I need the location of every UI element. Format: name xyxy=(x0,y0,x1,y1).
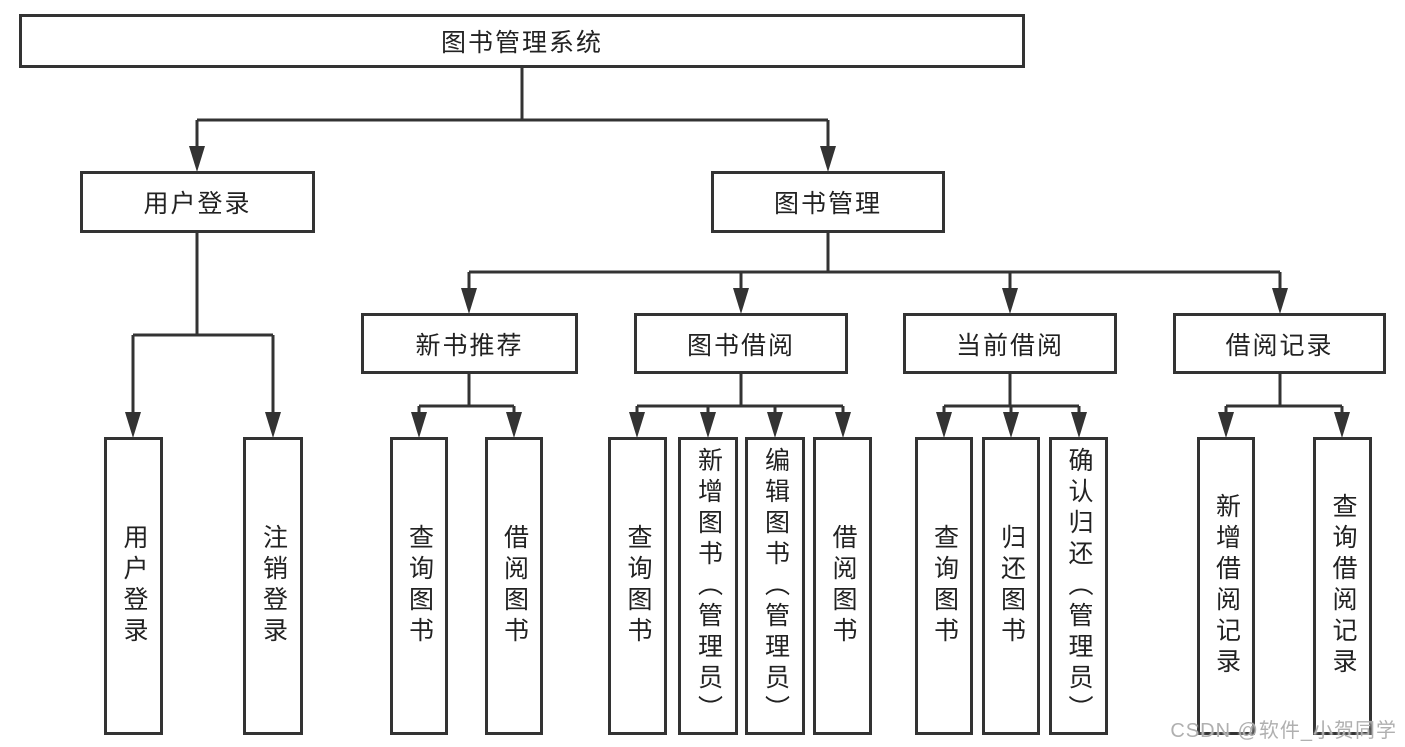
arrow-down-icon xyxy=(835,412,851,438)
leaf-borrow-books-borrowing: 借阅图书 xyxy=(813,437,872,735)
arrow-down-icon xyxy=(506,412,522,438)
node-label: 借阅图书 xyxy=(829,524,857,648)
connector-book-management-children xyxy=(461,233,1288,314)
node-label: 用户登录 xyxy=(143,190,252,218)
leaf-logout: 注销登录 xyxy=(243,437,303,735)
connector-user-login-children xyxy=(125,233,281,438)
node-borrowing-records: 借阅记录 xyxy=(1173,313,1386,374)
node-label: 确认归还（管理员） xyxy=(1065,446,1093,726)
node-label: 查询图书 xyxy=(405,524,434,648)
arrow-down-icon xyxy=(733,288,749,314)
arrow-down-icon xyxy=(189,146,205,172)
csdn-watermark: CSDN @软件_小贺同学 xyxy=(1170,720,1397,742)
leaf-query-books-recommend: 查询图书 xyxy=(390,437,448,735)
node-label: 用户登录 xyxy=(120,524,148,648)
node-book-borrowing: 图书借阅 xyxy=(634,313,848,374)
node-current-borrowing: 当前借阅 xyxy=(903,313,1117,374)
node-label: 注销登录 xyxy=(259,524,288,648)
node-root: 图书管理系统 xyxy=(19,14,1025,68)
node-new-book-recommendation: 新书推荐 xyxy=(361,313,578,374)
leaf-confirm-return-admin: 确认归还（管理员） xyxy=(1049,437,1108,735)
node-label: 编辑图书（管理员） xyxy=(761,446,790,726)
node-label: 借阅记录 xyxy=(1225,331,1334,360)
node-label: 当前借阅 xyxy=(955,331,1064,360)
arrow-down-icon xyxy=(265,412,281,438)
arrow-down-icon xyxy=(1003,412,1019,438)
node-label: 查询图书 xyxy=(624,524,652,648)
connector-root-to-level2 xyxy=(189,68,836,172)
arrow-down-icon xyxy=(820,146,836,172)
leaf-query-books-borrowing: 查询图书 xyxy=(608,437,667,735)
leaf-query-borrow-record: 查询借阅记录 xyxy=(1313,437,1372,735)
node-label: 借阅图书 xyxy=(500,524,529,648)
arrow-down-icon xyxy=(1002,288,1018,314)
connector-current-borrow-children xyxy=(936,374,1087,438)
arrow-down-icon xyxy=(1071,412,1087,438)
node-label: 新增图书（管理员） xyxy=(694,446,723,726)
arrow-down-icon xyxy=(936,412,952,438)
arrow-down-icon xyxy=(767,412,783,438)
leaf-add-book-admin: 新增图书（管理员） xyxy=(678,437,738,735)
connector-new-book-children xyxy=(411,374,522,438)
node-label: 图书管理系统 xyxy=(440,29,603,57)
node-label: 图书管理 xyxy=(773,190,882,218)
leaf-query-books-current: 查询图书 xyxy=(915,437,973,735)
arrow-down-icon xyxy=(1218,412,1234,438)
arrow-down-icon xyxy=(1334,412,1350,438)
arrow-down-icon xyxy=(700,412,716,438)
node-label: 归还图书 xyxy=(997,524,1026,648)
node-label: 查询借阅记录 xyxy=(1329,493,1357,679)
leaf-edit-book-admin: 编辑图书（管理员） xyxy=(745,437,805,735)
arrow-down-icon xyxy=(461,288,477,314)
arrow-down-icon xyxy=(629,412,645,438)
node-label: 图书借阅 xyxy=(686,331,795,360)
leaf-add-borrow-record: 新增借阅记录 xyxy=(1197,437,1255,735)
arrow-down-icon xyxy=(125,412,141,438)
connector-book-borrow-children xyxy=(629,374,851,438)
leaf-borrow-books-recommend: 借阅图书 xyxy=(485,437,543,735)
arrow-down-icon xyxy=(1272,288,1288,314)
connector-borrow-record-children xyxy=(1218,374,1350,438)
arrow-down-icon xyxy=(411,412,427,438)
node-label: 查询图书 xyxy=(930,524,959,648)
node-label: 新书推荐 xyxy=(415,331,524,360)
leaf-user-login: 用户登录 xyxy=(104,437,163,735)
leaf-return-books: 归还图书 xyxy=(982,437,1040,735)
node-user-login: 用户登录 xyxy=(80,171,315,233)
node-book-management: 图书管理 xyxy=(711,171,945,233)
node-label: 新增借阅记录 xyxy=(1212,493,1241,679)
